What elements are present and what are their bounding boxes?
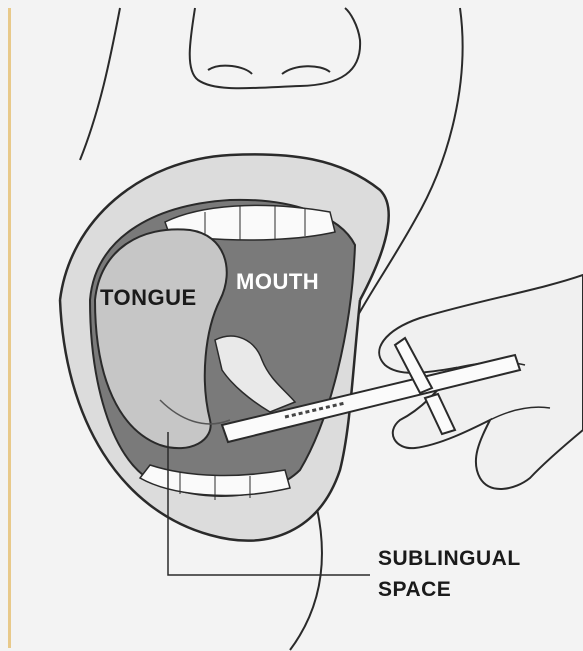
sublingual-space-label: SUBLINGUAL SPACE [378, 543, 521, 605]
left-border [8, 8, 11, 648]
mouth-label: MOUTH [236, 271, 319, 293]
sublingual-label-line2: SPACE [378, 574, 521, 605]
tongue-label: TONGUE [100, 287, 197, 309]
sublingual-label-line1: SUBLINGUAL [378, 543, 521, 574]
